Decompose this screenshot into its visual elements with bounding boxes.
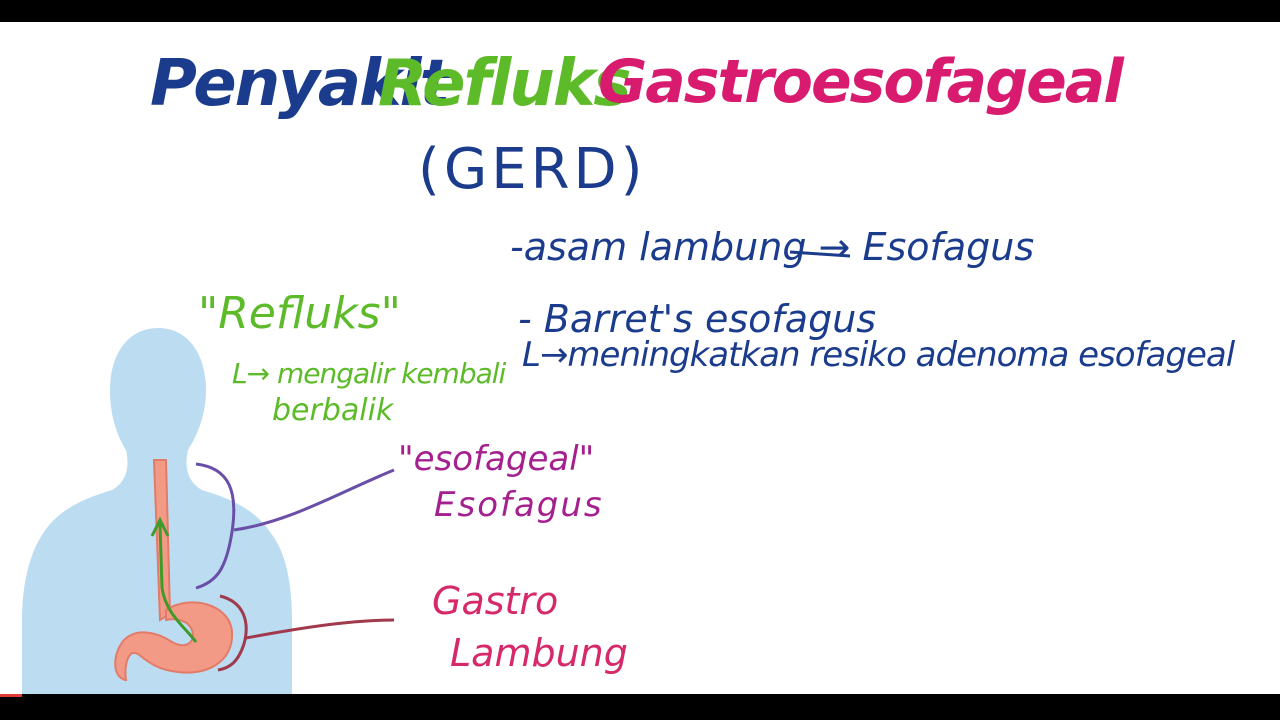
whiteboard: Penyakit Refluks Gastroesofageal (GERD) … xyxy=(0,22,1280,694)
note-line-3: L→meningkatkan resiko adenoma esofageal xyxy=(522,335,1235,375)
stomach-pointer-line xyxy=(245,618,395,640)
label-refluks-term: "Refluks" xyxy=(198,288,401,339)
label-refluks-meaning-2: berbalik xyxy=(272,393,394,428)
note-arrow xyxy=(789,250,851,258)
esophagus-pointer-line xyxy=(233,468,395,532)
title-abbreviation: (GERD) xyxy=(418,137,647,202)
stomach-bracket xyxy=(217,594,248,672)
esophagus-bracket xyxy=(195,462,236,590)
label-refluks-meaning: L→ mengalir kembali xyxy=(232,357,506,390)
reflux-arrow xyxy=(158,523,198,643)
title-word-refluks: Refluks xyxy=(378,47,631,121)
video-progress-indicator[interactable] xyxy=(0,694,22,697)
title-word-gastroesofageal: Gastroesofageal xyxy=(598,47,1124,117)
note-line-1: -asam lambung → Esofagus xyxy=(510,225,1035,269)
video-bottom-bar xyxy=(0,694,1280,720)
label-esofageal-meaning: Esofagus xyxy=(434,485,604,525)
label-gastro-term: Gastro xyxy=(432,579,559,623)
human-body-illustration xyxy=(22,250,851,694)
title-word-penyakit: Penyakit xyxy=(150,47,450,121)
label-esofageal-term: "esofageal" xyxy=(398,439,595,479)
label-gastro-meaning: Lambung xyxy=(450,631,628,675)
note-line-2: - Barret's esofagus xyxy=(518,297,877,341)
